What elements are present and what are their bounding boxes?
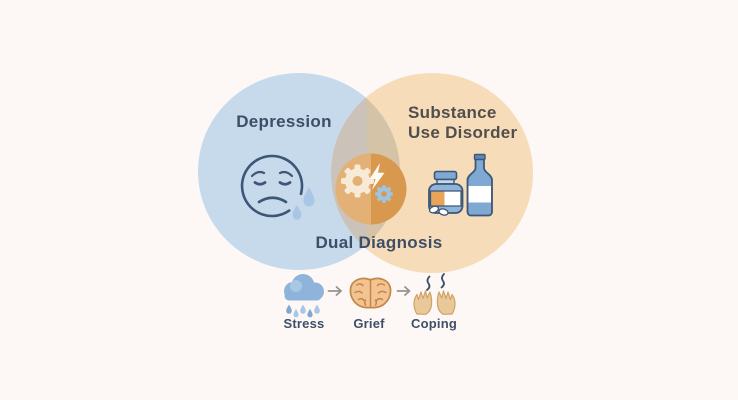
small-gear-icon — [375, 185, 393, 203]
right-set-label-line1: Substance — [408, 103, 497, 122]
right-hand — [436, 290, 456, 315]
pill-bottle-icon — [428, 170, 464, 216]
teardrop-icon — [292, 187, 315, 220]
flow-step-coping-label: Coping — [411, 316, 457, 331]
liquor-bottle-icon — [466, 153, 493, 217]
flow-step-stress-label: Stress — [283, 316, 325, 331]
stress-squiggles — [426, 273, 445, 291]
venn-intersection — [331, 73, 400, 270]
rain-cloud-icon — [284, 274, 324, 318]
open-hands-icon — [413, 273, 456, 315]
flow-step-grief-label: Grief — [353, 316, 385, 331]
pill-icon — [428, 205, 440, 214]
gears-with-lightning-bolt-icon — [335, 153, 407, 225]
right-set-label: Substance Use Disorder — [408, 103, 520, 142]
sad-face-with-tears-icon — [240, 154, 315, 220]
right-set-label-line2: Use Disorder — [408, 122, 518, 142]
intersection-label: Dual Diagnosis — [315, 233, 443, 252]
pill-icon — [438, 208, 449, 216]
pill-bottle-and-liquor-bottle-icon — [428, 153, 493, 217]
brain-icon — [349, 277, 392, 309]
left-hand — [413, 290, 433, 315]
lightning-icon — [369, 163, 385, 190]
arrow-right-icon — [327, 286, 342, 296]
left-set-label: Depression — [236, 112, 332, 131]
gear-icon — [341, 164, 374, 198]
arrow-right-icon — [396, 286, 411, 296]
